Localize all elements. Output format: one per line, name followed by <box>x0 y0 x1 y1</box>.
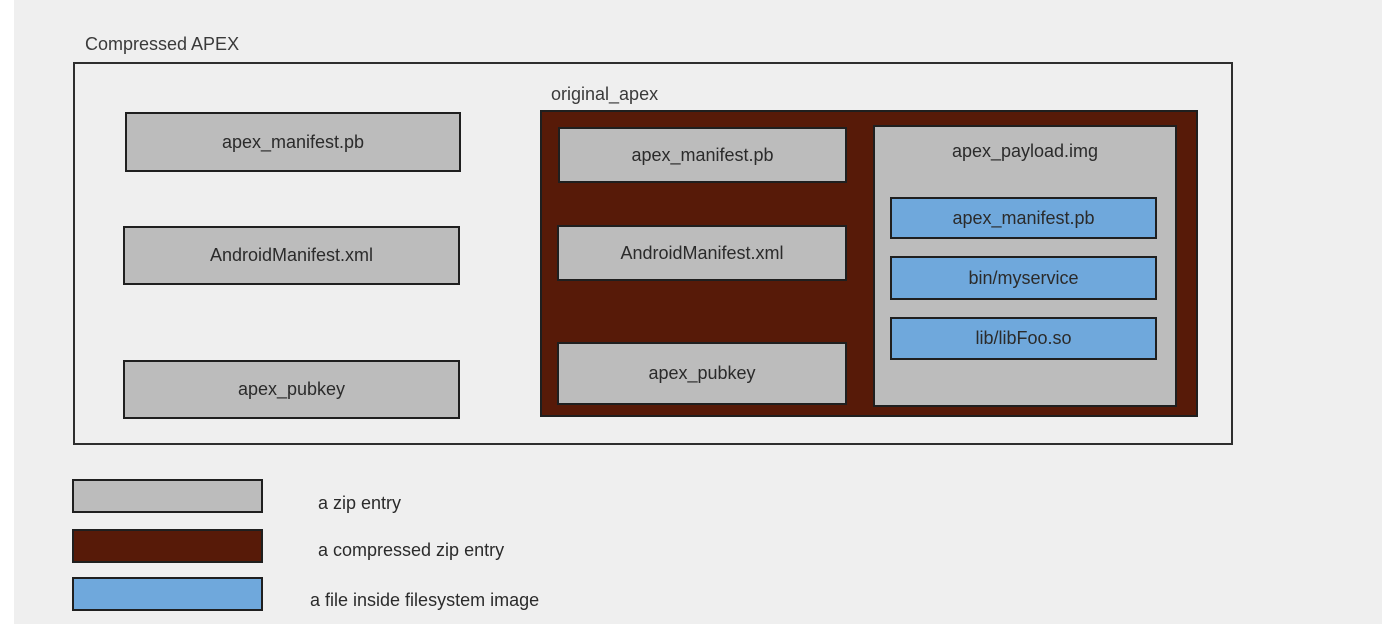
apex-payload-img-box: apex_payload.img apex_manifest.pb bin/my… <box>873 125 1177 407</box>
payload-file-bin-myservice: bin/myservice <box>890 256 1157 300</box>
diagram-title: Compressed APEX <box>85 34 240 54</box>
zip-entry-apex-manifest: apex_manifest.pb <box>125 112 461 172</box>
apex-payload-img-label: apex_payload.img <box>951 141 1099 161</box>
legend-compressed-zip-entry-label: a compressed zip entry <box>318 540 505 560</box>
original-apex-zip-entry-android-manifest: AndroidManifest.xml <box>557 225 847 281</box>
legend-filesystem-file-label: a file inside filesystem image <box>310 590 540 610</box>
zip-entry-apex-pubkey: apex_pubkey <box>123 360 460 419</box>
legend-zip-entry-swatch <box>72 479 263 513</box>
legend-filesystem-file-swatch <box>72 577 263 611</box>
compressed-apex-container-box <box>73 62 1233 445</box>
original-apex-zip-entry-apex-manifest: apex_manifest.pb <box>558 127 847 183</box>
zip-entry-android-manifest: AndroidManifest.xml <box>123 226 460 285</box>
payload-file-lib-libfoo: lib/libFoo.so <box>890 317 1157 360</box>
letterbox-left <box>0 0 14 624</box>
original-apex-label: original_apex <box>551 84 659 104</box>
original-apex-zip-entry-apex-pubkey: apex_pubkey <box>557 342 847 405</box>
letterbox-right <box>1382 0 1390 624</box>
legend-compressed-zip-entry-swatch <box>72 529 263 563</box>
legend-zip-entry-label: a zip entry <box>318 493 402 513</box>
payload-file-apex-manifest: apex_manifest.pb <box>890 197 1157 239</box>
